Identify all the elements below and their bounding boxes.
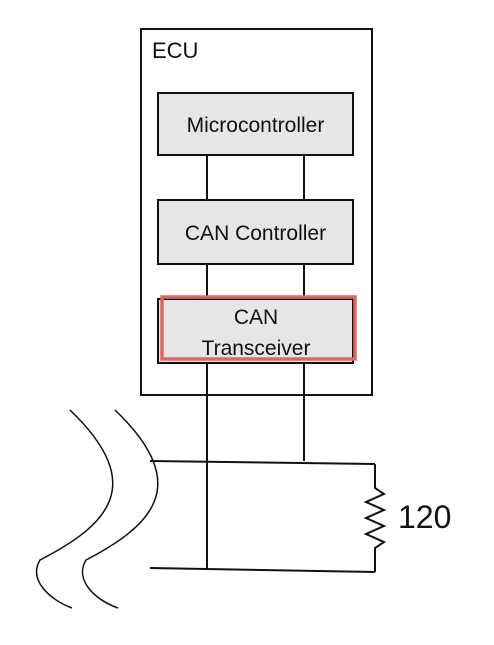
bus-line-high [149, 460, 376, 465]
microcontroller-block [157, 92, 354, 156]
microcontroller-label: Microcontroller [187, 114, 325, 137]
can-controller-block [157, 199, 354, 265]
resistor-value-label: 120 [398, 499, 451, 535]
can-transceiver-label-line2: Transceiver [202, 337, 311, 360]
can-controller-label: CAN Controller [185, 222, 326, 245]
break-mark-left [35, 409, 114, 609]
bus-line-low [149, 567, 376, 573]
break-mark-right [81, 409, 159, 609]
termination-resistor [363, 464, 387, 572]
can-transceiver-highlight [160, 295, 357, 361]
can-transceiver-block [157, 298, 354, 364]
ecu-label: ECU [152, 38, 198, 63]
can-transceiver-label-line1: CAN [234, 306, 278, 329]
